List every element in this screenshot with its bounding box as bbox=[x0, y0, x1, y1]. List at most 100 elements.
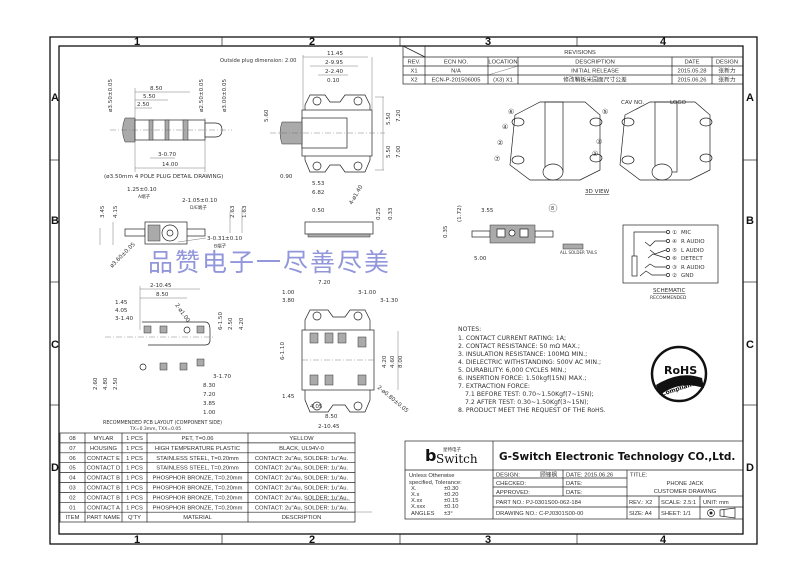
logo-mark: b bbox=[425, 446, 436, 465]
dimension-label: 1.63 bbox=[242, 205, 248, 218]
bom-cell: CONTACT B bbox=[87, 495, 120, 501]
dimension-label: 4.60 bbox=[390, 355, 396, 368]
dimension-label: B端子 bbox=[214, 243, 227, 250]
ecn-cell: N/A bbox=[451, 69, 461, 75]
date-cell: 2015.05.28 bbox=[677, 69, 706, 75]
bom-cell: CONTACT: 2u"Au, SOLDER: 1u"Au. bbox=[255, 466, 349, 472]
zone-ticks bbox=[50, 37, 757, 544]
callout-6: ⑥ bbox=[508, 108, 514, 116]
column-label: 3 bbox=[485, 534, 491, 546]
dimension-label: 2.60 bbox=[93, 377, 99, 390]
dimension-label: (1.72) bbox=[457, 205, 463, 222]
dimension-label: 2.63 bbox=[230, 205, 236, 218]
bom-cell: CONTACT E bbox=[87, 456, 120, 462]
revision-value: REV.: X2 bbox=[629, 500, 652, 506]
dimension-label: 8.00 bbox=[398, 355, 404, 368]
solder-tails-label: ALL SOLDER TAILS bbox=[560, 250, 597, 255]
tolerance-title: Unless Otherwise bbox=[409, 473, 454, 479]
approved-date: DATE: bbox=[566, 490, 583, 496]
dimension-label: 0.25 bbox=[376, 207, 382, 220]
callout-2: ② bbox=[497, 139, 503, 147]
bom-cell: 06 bbox=[69, 456, 75, 462]
bom-cell: PHOSPHOR BRONZE, T=0.20mm bbox=[153, 476, 243, 482]
row-label: C bbox=[746, 339, 754, 351]
note-item: 7.2 AFTER TEST: 0.30~1.50Kgf(3~15N); bbox=[465, 399, 589, 406]
callout-8: 8 bbox=[551, 206, 554, 212]
dimension-label: 4-ø1.40 bbox=[349, 184, 365, 206]
bom-cell: 03 bbox=[69, 486, 75, 492]
dimension-label: 2-2.40 bbox=[325, 69, 343, 75]
bom-cell: 1 PCS bbox=[126, 476, 143, 482]
pin-number: ② bbox=[672, 272, 677, 279]
dimension-label: 3-0.70 bbox=[158, 152, 176, 158]
bom-cell: 08 bbox=[69, 436, 75, 442]
dimension-label: 4.20 bbox=[382, 355, 388, 368]
column-label: 4 bbox=[660, 36, 667, 48]
design-cell: 张新力 bbox=[718, 76, 736, 84]
notes: NOTES: 1. CONTACT CURRENT RATING: 1A; 2.… bbox=[458, 326, 606, 414]
row-label: A bbox=[746, 92, 754, 104]
row-label: D bbox=[51, 462, 59, 474]
bom-cell: 07 bbox=[69, 446, 75, 452]
dimension-label: 3-1.00 bbox=[358, 290, 376, 296]
bom-cell: CONTACT: 2u"Au, SOLDER: 1u"Au. bbox=[255, 505, 349, 511]
design-label: DESIGN: bbox=[496, 473, 520, 479]
dimension-label: 3-0.31±0.10 bbox=[207, 236, 243, 242]
dimension-label: 7.20 bbox=[203, 392, 216, 398]
note-item: 2. CONTACT RESISTANCE: 50 mΩ MAX.; bbox=[458, 343, 580, 350]
dimension-label: 2-1.05±0.10 bbox=[182, 198, 218, 204]
note-item: 5. DURABILITY: 6,000 CYCLES MIN.; bbox=[458, 367, 566, 374]
bom-cell: CONTACT: 2u"Au, SOLDER: 1u"Au. bbox=[255, 456, 349, 462]
dimension-label: 3.85 bbox=[203, 401, 216, 407]
date-cell: 2015.06.26 bbox=[677, 78, 706, 84]
unit-value: UNIT: mm bbox=[703, 500, 729, 506]
dimension-label: 0.33 bbox=[388, 207, 394, 220]
bom-cell: 1 PCS bbox=[126, 486, 143, 492]
bom-cell: 1 PCS bbox=[126, 456, 143, 462]
jack-side-view: 0.50 0.25 0.33 bbox=[304, 207, 394, 238]
watermark: 品赞电子一尽善尽美 bbox=[148, 248, 392, 277]
bom-cell: PHOSPHOR BRONZE, T=0.20mm bbox=[153, 495, 243, 501]
dimension-label: 7.20 bbox=[396, 109, 402, 122]
bom-cell: STAINLESS STEEL, T=0.20mm bbox=[156, 456, 239, 462]
dimension-label: 0.10 bbox=[327, 78, 340, 84]
title-block: b Switch 星特电子 G-Switch Electronic Techno… bbox=[404, 440, 744, 520]
dimension-label: 3.45 bbox=[100, 205, 106, 218]
dimension-label: 5.50 bbox=[386, 145, 392, 158]
design-cell: 张新力 bbox=[718, 67, 736, 75]
dimension-label: ø2.50±0.05 bbox=[199, 79, 205, 112]
note-item: 1. CONTACT CURRENT RATING: 1A; bbox=[458, 335, 566, 342]
view-3d: ⑥ ④ ② ⑦ ⑤ ③ ① CAV NO. LOGO 3D VIEW bbox=[494, 100, 713, 195]
location-header: LOCATION bbox=[488, 60, 517, 66]
bom-cell: PHOSPHOR BRONZE, T=0.20mm bbox=[153, 505, 243, 511]
tolerance-key: X. bbox=[411, 486, 417, 492]
drawing-subtitle: CUSTOMER DRAWING bbox=[654, 489, 717, 495]
dimension-label: ø3.60±0.05 bbox=[109, 242, 137, 270]
bom-header: MATERIAL bbox=[183, 515, 212, 521]
size-value: SIZE: A4 bbox=[629, 511, 653, 517]
bom-cell: CONTACT: 2u"Au, SOLDER: 1u"Au. bbox=[255, 495, 349, 501]
pin-number: ③ bbox=[672, 265, 677, 271]
part-number: PART NO.: PJ-0301S00-062-184 bbox=[496, 500, 582, 506]
dimension-label: 2-ø1.00 bbox=[173, 303, 190, 324]
tolerance-key: ANGLES bbox=[411, 511, 435, 517]
note-item: 3. INSULATION RESISTANCE: 100MΩ MIN.; bbox=[458, 351, 587, 358]
bom-cell: 1 PCS bbox=[126, 436, 143, 442]
outside-plug-note: Outside plug dimension: 2.00 bbox=[220, 58, 296, 64]
title-label: TITLE: bbox=[630, 473, 648, 479]
dimension-label: 2-10.45 bbox=[150, 283, 172, 289]
description-header: DESCRIPTION bbox=[575, 60, 615, 66]
scale-value: SCALE: 2.5:1 bbox=[661, 500, 696, 506]
dimension-label: 2.50 bbox=[113, 377, 119, 390]
dimension-label: 8.50 bbox=[150, 86, 163, 92]
dimension-label: 8.50 bbox=[156, 292, 169, 298]
date-header: DATE bbox=[684, 60, 699, 66]
pin-label: R AUDIO bbox=[681, 239, 705, 245]
row-label: A bbox=[51, 92, 59, 104]
plug-caption: (ø3.50mm 4 POLE PLUG DETAIL DRAWING) bbox=[104, 174, 223, 180]
column-label: 2 bbox=[309, 534, 315, 546]
callout-4: ④ bbox=[502, 123, 508, 131]
pin-number: ⑥ bbox=[672, 256, 677, 262]
jack-top-view: Outside plug dimension: 2.00 11.45 2-9.9… bbox=[220, 51, 402, 206]
